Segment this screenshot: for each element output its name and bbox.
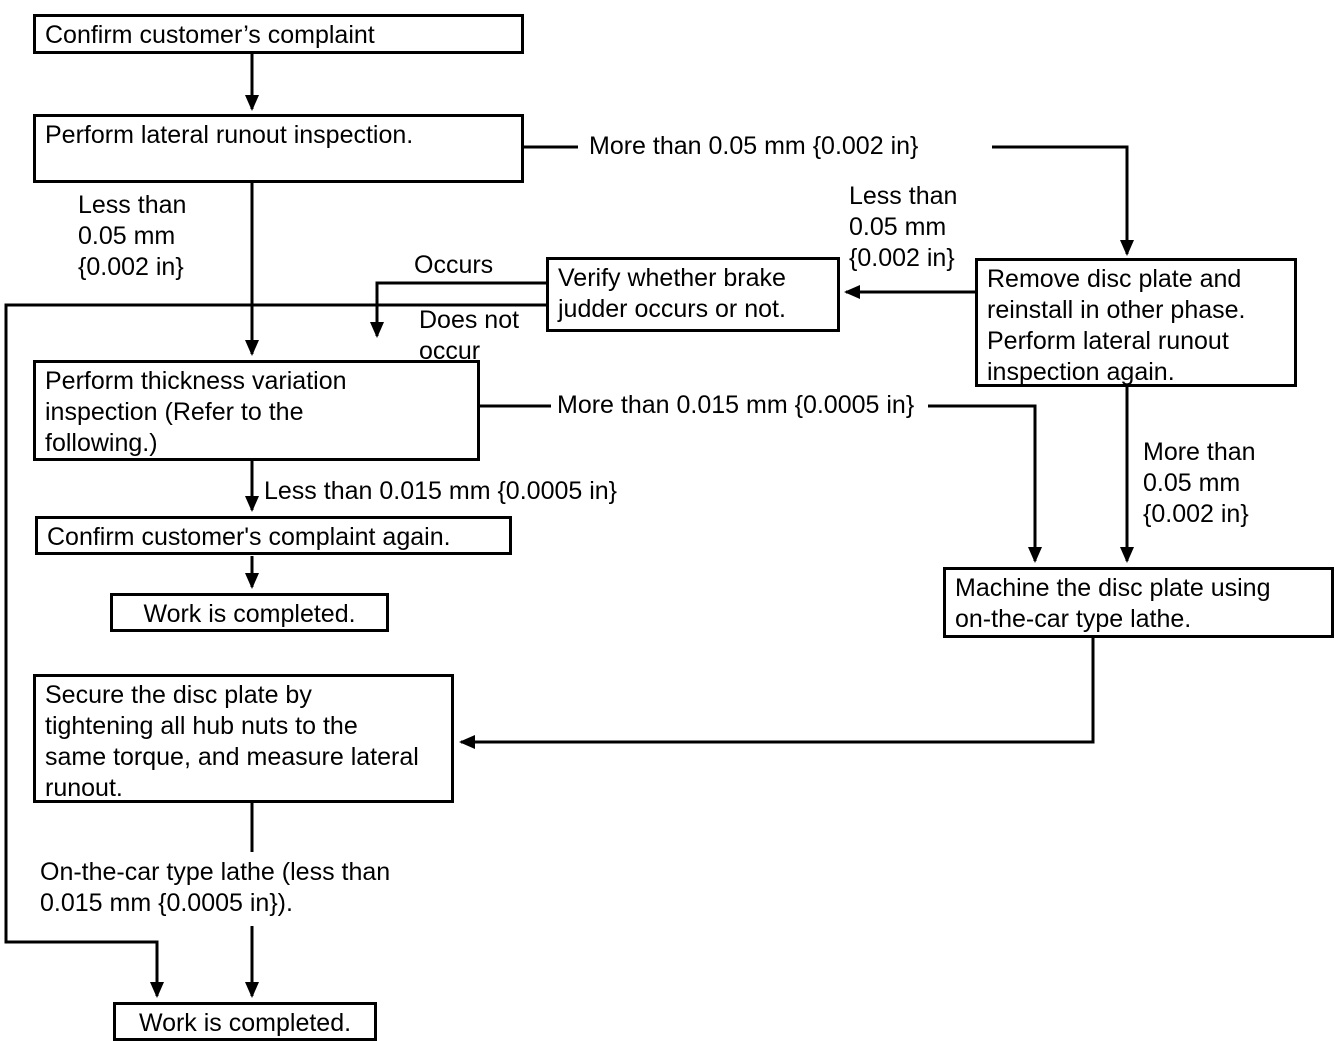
node-work-completed-2: Work is completed. <box>113 1002 377 1041</box>
edge-more0015-to-machine <box>928 404 1042 563</box>
label-less-than-005-main: Less than 0.05 mm {0.002 in} <box>78 191 187 281</box>
node-remove-disc: Remove disc plate and reinstall in other… <box>975 258 1297 387</box>
node-work-completed-1: Work is completed. <box>110 593 389 632</box>
edge-does-not-occur-to-work2 <box>4 303 546 998</box>
label-on-the-car-lathe: On-the-car type lathe (less than 0.015 m… <box>40 858 391 917</box>
edge-occurs-to-thickness <box>370 281 546 338</box>
edge-more005-to-remove <box>992 145 1134 256</box>
label-occurs: Occurs <box>414 251 494 279</box>
node-machine-disc: Machine the disc plate using on-the-car … <box>943 567 1334 638</box>
label-more-than-005-down: More than 0.05 mm {0.002 in} <box>1143 438 1256 528</box>
node-thickness-variation: Perform thickness variation inspection (… <box>33 360 480 461</box>
label-less-than-005-right: Less than 0.05 mm {0.002 in} <box>849 182 958 272</box>
label-more-than-0015: More than 0.015 mm {0.0005 in} <box>557 391 915 419</box>
node-confirm-complaint: Confirm customer’s complaint <box>33 14 524 54</box>
label-more-than-005-top: More than 0.05 mm {0.002 in} <box>589 132 919 160</box>
node-verify-judder: Verify whether brake judder occurs or no… <box>546 257 840 332</box>
label-does-not-occur: Does not occur <box>419 306 520 365</box>
label-less-than-0015: Less than 0.015 mm {0.0005 in} <box>264 477 618 505</box>
node-secure-disc: Secure the disc plate by tightening all … <box>33 674 454 803</box>
edge-machine-to-secure <box>459 638 1095 749</box>
node-confirm-again: Confirm customer's complaint again. <box>35 516 512 555</box>
node-lateral-runout: Perform lateral runout inspection. <box>33 114 524 183</box>
